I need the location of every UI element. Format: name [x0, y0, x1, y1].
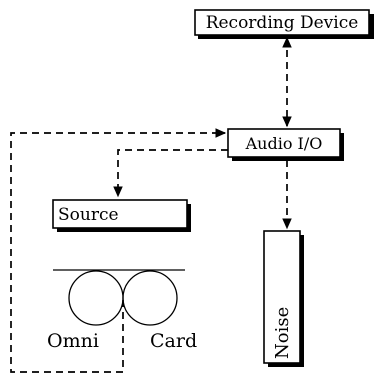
- audio-io-node: Audio I/O: [227, 128, 344, 161]
- connector-microphone-audio: [10, 128, 227, 373]
- audio-io-label: Audio I/O: [245, 134, 323, 153]
- omni-label: Omni: [47, 330, 99, 352]
- connector-audio-source: [113, 149, 228, 198]
- microphone-icon: Omni Card: [47, 269, 197, 352]
- source-label: Source: [58, 205, 119, 225]
- noise-node: Noise: [263, 230, 304, 367]
- card-label: Card: [150, 330, 197, 352]
- source-node: Source: [52, 199, 191, 232]
- recording-device-node: Recording Device: [194, 9, 374, 39]
- recording-device-label: Recording Device: [206, 13, 359, 33]
- noise-label: Noise: [272, 307, 293, 359]
